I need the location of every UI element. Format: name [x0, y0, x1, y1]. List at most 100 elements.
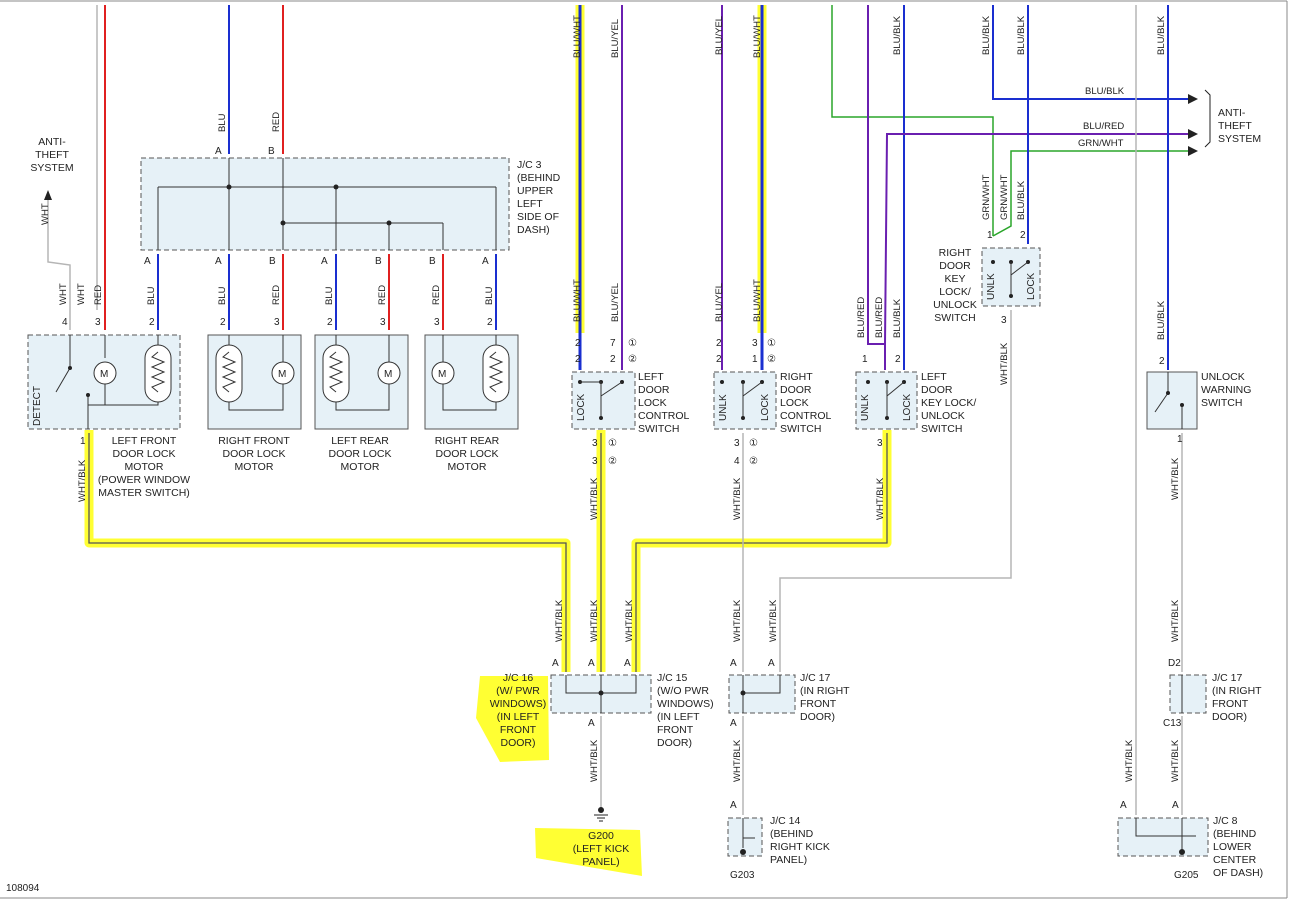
right-front-motor	[207, 334, 302, 430]
svg-text:RED: RED	[271, 112, 282, 132]
svg-text:UNLK: UNLK	[986, 273, 997, 300]
jc14-box	[727, 817, 763, 857]
g200-ground-icon	[594, 807, 608, 822]
svg-text:WHT: WHT	[58, 283, 69, 305]
svg-text:A: A	[321, 256, 328, 267]
jc15-16-box	[550, 674, 652, 714]
svg-text:2: 2	[610, 354, 616, 365]
svg-text:BLU/BLK: BLU/BLK	[1156, 300, 1167, 340]
jc16-highlight	[476, 676, 549, 762]
g205-label: G205	[1174, 870, 1199, 881]
switch-labels: LOCK UNLK LOCK UNLK LOCK UNLK LOCK DETEC…	[32, 272, 1037, 426]
label-line: SWITCH	[1201, 397, 1242, 409]
label-line: LOCK/	[939, 286, 971, 298]
svg-text:BLU/WHT: BLU/WHT	[752, 279, 763, 322]
label-line: RIGHT REAR	[435, 435, 500, 447]
label-line: SYSTEM	[30, 162, 73, 174]
label-line: SWITCH	[921, 423, 962, 435]
svg-text:A: A	[624, 658, 631, 669]
svg-text:C13: C13	[1163, 718, 1182, 729]
arrow-up-icon	[44, 190, 52, 200]
svg-text:②: ②	[608, 456, 617, 467]
svg-text:1: 1	[1177, 434, 1183, 445]
svg-text:WHT: WHT	[76, 283, 87, 305]
label-line: J/C 15	[657, 672, 688, 684]
label-line: MOTOR	[235, 461, 274, 473]
svg-text:BLU/BLK: BLU/BLK	[1085, 86, 1125, 97]
svg-text:RED: RED	[93, 285, 104, 305]
g200-highlight	[535, 828, 642, 876]
svg-text:BLU: BLU	[324, 286, 335, 305]
svg-text:①: ①	[628, 338, 637, 349]
label-line: WARNING	[1201, 384, 1251, 396]
svg-text:BLU/YEL: BLU/YEL	[714, 16, 725, 55]
label-line: SWITCH	[934, 312, 975, 324]
left-front-motor	[27, 334, 181, 430]
svg-text:WHT/BLK: WHT/BLK	[77, 459, 88, 502]
svg-text:GRN/WHT: GRN/WHT	[1078, 138, 1124, 149]
label-line: (BEHIND	[517, 172, 561, 184]
svg-text:WHT/BLK: WHT/BLK	[732, 599, 743, 642]
svg-text:LOCK: LOCK	[902, 393, 913, 421]
svg-text:WHT/BLK: WHT/BLK	[875, 477, 886, 520]
label-line: (W/O PWR	[657, 685, 709, 697]
label-line: PANEL)	[582, 856, 619, 868]
svg-text:BLU/BLK: BLU/BLK	[981, 15, 992, 55]
label-line: FRONT	[500, 724, 537, 736]
wire-labels: BLU RED WHT WHT WHT RED BLU BLU RED BLU …	[40, 15, 1181, 782]
svg-text:BLU/BLK: BLU/BLK	[892, 15, 903, 55]
label-line: FRONT	[1212, 698, 1249, 710]
svg-text:WHT/BLK: WHT/BLK	[1124, 739, 1135, 782]
label-line: THEFT	[35, 149, 69, 161]
svg-text:WHT/BLK: WHT/BLK	[589, 739, 600, 782]
svg-text:WHT/BLK: WHT/BLK	[1170, 457, 1181, 500]
svg-text:WHT/BLK: WHT/BLK	[589, 477, 600, 520]
right-rear-motor	[424, 334, 519, 430]
label-line: WINDOWS)	[490, 698, 547, 710]
svg-text:WHT/BLK: WHT/BLK	[999, 342, 1010, 385]
label-line: CONTROL	[638, 410, 689, 422]
svg-text:WHT/BLK: WHT/BLK	[768, 599, 779, 642]
label-line: LEFT	[921, 371, 947, 383]
svg-text:BLU/BLK: BLU/BLK	[1156, 15, 1167, 55]
label-line: DOOR)	[800, 711, 835, 723]
svg-text:LOCK: LOCK	[576, 393, 587, 421]
svg-text:②: ②	[749, 456, 758, 467]
svg-text:BLU/YEL: BLU/YEL	[714, 283, 725, 322]
label-line: DOOR LOCK	[435, 448, 498, 460]
svg-text:1: 1	[752, 354, 758, 365]
label-line: DOOR LOCK	[328, 448, 391, 460]
svg-text:3: 3	[752, 338, 758, 349]
right-key-switch	[981, 247, 1041, 307]
svg-text:WHT: WHT	[40, 203, 51, 225]
svg-text:BLU: BLU	[217, 113, 228, 132]
label-line: CENTER	[1213, 854, 1257, 866]
label-line: WINDOWS)	[657, 698, 714, 710]
svg-text:BLU/WHT: BLU/WHT	[572, 279, 583, 322]
jc17b-box	[1169, 674, 1207, 714]
left-lock-ctrl-switch	[571, 371, 636, 430]
svg-text:BLU: BLU	[484, 286, 495, 305]
svg-text:RED: RED	[431, 285, 442, 305]
label-line: RIGHT	[939, 247, 972, 259]
svg-text:WHT/BLK: WHT/BLK	[1170, 599, 1181, 642]
pin-labels: A B A A B A B B A 4 3 2 2 3 2 3 3 2 1 2 …	[62, 146, 1183, 811]
label-line: J/C 17	[800, 672, 831, 684]
svg-text:3: 3	[592, 456, 598, 467]
svg-text:①: ①	[767, 338, 776, 349]
svg-text:BLU/BLK: BLU/BLK	[1016, 180, 1027, 220]
label-line: (IN RIGHT	[1212, 685, 1262, 697]
svg-text:1: 1	[987, 230, 993, 241]
right-lock-ctrl-switch	[713, 371, 777, 430]
label-line: (IN LEFT	[497, 711, 540, 723]
